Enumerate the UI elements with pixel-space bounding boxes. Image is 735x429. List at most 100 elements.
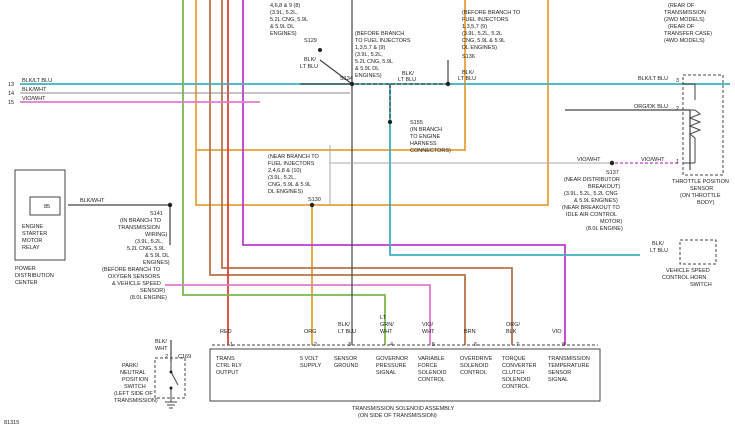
pin-7-label: CLUTCH (502, 370, 524, 376)
pin-2-wire: ORG (304, 329, 317, 335)
wire-brown-1 (209, 0, 466, 345)
pin-4-wire: GRN/ (380, 322, 394, 328)
svg-text:ENGINES): ENGINES) (355, 73, 382, 79)
svg-text:TRANSFER CASE): TRANSFER CASE) (664, 31, 712, 37)
pin-2-label: 5 VOLT (300, 356, 319, 362)
top-right-note: (REAR OF TRANSMISSION (2WD MODELS) (REAR… (664, 3, 712, 44)
svg-text:ENGINES): ENGINES) (143, 260, 170, 266)
connector-pin-7: ORG/BLK7TORQUECONVERTERCLUTCHSOLENOIDCON… (502, 322, 536, 390)
pin-3-label: SENSOR (334, 356, 357, 362)
svg-text:BLK/: BLK/ (462, 70, 474, 76)
svg-text:BODY): BODY) (697, 200, 715, 206)
svg-text:WHT: WHT (155, 346, 168, 352)
pin-4-wire: LT (380, 315, 387, 321)
tps-pin1: 1 (676, 159, 679, 165)
s136-group: (BEFORE BRANCH TO FUEL INJECTORS 1,3,5,7… (458, 10, 521, 82)
s155-group: S155 (IN BRANCH TO ENGINE HARNESS CONNEC… (410, 120, 451, 154)
pin-8-label: TRANSMISSION (548, 356, 590, 362)
svg-text:5.2L CNG, 5.9L: 5.2L CNG, 5.9L (355, 59, 393, 65)
tps-wire1: VIO/WHT (641, 157, 665, 163)
throttle-position-sensor: BLK/LT BLU 3 ORG/DK BLU 2 VIO/WHT 1 THRO… (634, 74, 729, 206)
svg-text:& 5.9L DL: & 5.9L DL (355, 66, 379, 72)
pin-4-wire: WHT (380, 329, 393, 335)
pin-8-wire: VIO (552, 329, 562, 335)
pin-7-label: TORQUE (502, 356, 526, 362)
svg-text:1,3,5,7 (9): 1,3,5,7 (9) (462, 24, 487, 30)
splice-s136-dot (445, 81, 451, 87)
svg-text:(REAR OF: (REAR OF (668, 3, 695, 9)
svg-text:TRANSMISSION): TRANSMISSION) (114, 398, 158, 404)
svg-text:CNG, 5.9L & 5.9L: CNG, 5.9L & 5.9L (462, 38, 505, 44)
svg-text:OXYGEN SENSORS: OXYGEN SENSORS (108, 274, 160, 280)
svg-text:CONNECTORS): CONNECTORS) (410, 148, 451, 154)
pin-4-label: GOVERNOR (376, 356, 408, 362)
svg-text:(BEFORE BRANCH: (BEFORE BRANCH (355, 31, 404, 37)
svg-text:(NEAR DISTRIBUTOR: (NEAR DISTRIBUTOR (564, 177, 620, 183)
pin-6-label: OVERDRIVE (460, 356, 493, 362)
svg-text:& 5.9L DL: & 5.9L DL (270, 24, 294, 30)
svg-text:BLK/: BLK/ (304, 57, 316, 63)
wire-black-6 (565, 109, 691, 170)
pin-5-label: SOLENOID (418, 370, 446, 376)
svg-text:LT BLU: LT BLU (458, 76, 476, 82)
svg-text:SWITCH: SWITCH (124, 384, 146, 390)
pin-7-wire: ORG/ (506, 322, 521, 328)
splice-s137-label: S137 (606, 170, 619, 176)
splice-s129-label: S129 (304, 38, 317, 44)
svg-text:STARTER: STARTER (22, 231, 47, 237)
wire-brown-2 (221, 0, 513, 345)
pin-1-label: CTRL RLY (216, 363, 242, 369)
pin-5-label: VARIABLE (418, 356, 445, 362)
svg-text:(3.9L, 5.2L, 5.2L: (3.9L, 5.2L, 5.2L (462, 31, 502, 37)
pin-8-number: 8 (562, 342, 565, 348)
figure-id: 81315 (4, 420, 19, 426)
pin-4-number: 4 (390, 342, 393, 348)
svg-text:(IN BRANCH: (IN BRANCH (410, 127, 442, 133)
pin-8-label: SIGNAL (548, 377, 568, 383)
svg-text:2,4,6,8 & (10): 2,4,6,8 & (10) (268, 168, 301, 174)
svg-text:(3.9L, 5.2L,: (3.9L, 5.2L, (268, 175, 296, 181)
svg-text:BLK/: BLK/ (652, 241, 664, 247)
svg-text:MOTOR: MOTOR (22, 238, 42, 244)
svg-text:RELAY: RELAY (22, 245, 40, 251)
pin-1-label: OUTPUT (216, 370, 239, 376)
svg-text:TRANSMISSION: TRANSMISSION (118, 225, 160, 231)
pin-7-label: SOLENOID (502, 377, 530, 383)
pin-7-label: CONTROL (502, 384, 529, 390)
pin-3-label: GROUND (334, 363, 358, 369)
wire-green (182, 0, 386, 345)
connector-title-1: TRANSMISSION SOLENOID ASSEMBLY (352, 406, 455, 412)
pin-5-number: 5 (432, 342, 435, 348)
wire-pink (20, 101, 431, 345)
svg-text:LT BLU: LT BLU (300, 64, 318, 70)
splice-s155-dot (387, 119, 393, 125)
svg-text:IDLE AIR CONTROL: IDLE AIR CONTROL (566, 212, 617, 218)
svg-text:(NEAR BRANCH TO: (NEAR BRANCH TO (268, 154, 320, 160)
svg-text:SENSOR): SENSOR) (140, 288, 165, 294)
pin-7-label: CONVERTER (502, 363, 536, 369)
svg-text:& 5.9L ENGINES): & 5.9L ENGINES) (574, 198, 618, 204)
top-left-note: 4,6,8 & 9 (8) (3.9L, 5.2L, 5.2L CNG, 5.9… (270, 3, 317, 44)
pin-4-label: SIGNAL (376, 370, 396, 376)
wire-black-dash (355, 83, 448, 120)
tps-wire2: ORG/DK BLU (634, 104, 668, 110)
svg-text:TO FUEL INJECTORS: TO FUEL INJECTORS (355, 38, 411, 44)
pin-5-label: FORCE (418, 363, 438, 369)
pnp-connector: C169 (178, 354, 191, 360)
s137-wire: VIO/WHT (577, 157, 601, 163)
svg-text:(REAR OF: (REAR OF (668, 24, 695, 30)
relay-pin: 85 (44, 204, 50, 210)
svg-text:(ON THROTTLE: (ON THROTTLE (680, 193, 721, 199)
svg-text:BREAKOUT): BREAKOUT) (588, 184, 620, 190)
wire-14-num: 14 (8, 91, 14, 97)
svg-text:NEUTRAL: NEUTRAL (120, 370, 146, 376)
svg-text:DL ENGINES): DL ENGINES) (268, 189, 303, 195)
svg-text:LT BLU: LT BLU (398, 77, 416, 83)
svg-text:HARNESS: HARNESS (410, 141, 437, 147)
pin-5-wire: WHT (422, 329, 435, 335)
wire-15-num: 15 (8, 100, 14, 106)
splice-s141-dot (167, 202, 173, 208)
